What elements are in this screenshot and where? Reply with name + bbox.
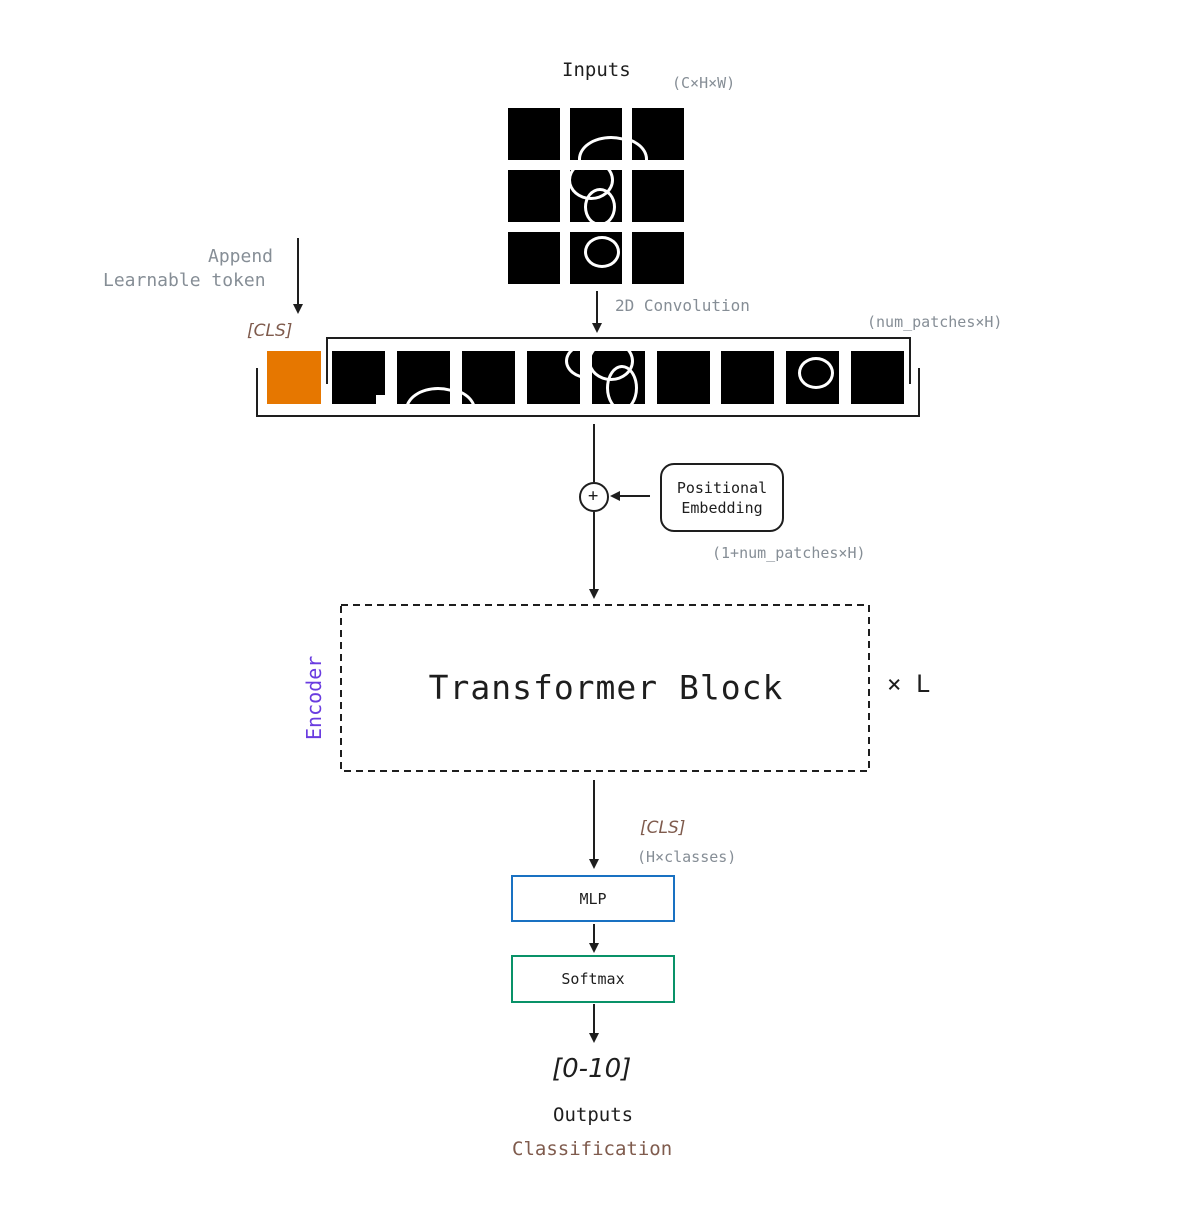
input-patch-3 (632, 108, 684, 160)
transformer-block-label: Transformer Block (428, 668, 784, 707)
encoder-dashed-box (340, 604, 870, 772)
patch-token-5 (592, 351, 645, 404)
inputs-title: Inputs (562, 59, 631, 81)
plus-symbol: + (588, 486, 599, 506)
input-patch-2 (570, 108, 622, 160)
append-label-line2: Learnable token (103, 270, 266, 291)
patches-shape: (num_patches×H) (867, 313, 1003, 331)
input-patch-6 (632, 170, 684, 222)
patch-token-9 (851, 351, 904, 404)
cls-token (267, 351, 321, 404)
output-range: [0-10] (552, 1054, 632, 1084)
patch-token-3 (462, 351, 515, 404)
positional-label-line1: Positional (676, 478, 768, 497)
input-patch-7 (508, 232, 560, 284)
input-patch-8 (570, 232, 622, 284)
input-patch-1 (508, 108, 560, 160)
plus-circle (579, 482, 609, 512)
positional-embedding-box: Positional Embedding (660, 463, 784, 532)
patch-token-1 (332, 351, 385, 404)
embedded-shape: (1+num_patches×H) (712, 544, 866, 562)
token-sequence-bracket (256, 368, 920, 417)
input-image-grid (508, 108, 684, 284)
head-shape: (H×classes) (637, 848, 737, 866)
patch-token-7 (721, 351, 774, 404)
append-label-line1: Append (208, 246, 274, 267)
outputs-subtitle: Classification (512, 1138, 673, 1160)
repeat-label: × L (887, 670, 931, 698)
patch-token-4 (527, 351, 580, 404)
cls-label: [CLS] (247, 321, 293, 341)
input-patch-9 (632, 232, 684, 284)
conv-label: 2D Convolution (615, 296, 750, 315)
positional-label-line2: Embedding (681, 498, 763, 517)
outputs-title: Outputs (553, 1104, 634, 1126)
patch-token-2 (397, 351, 450, 404)
patch-sequence-bracket (326, 337, 911, 384)
cls-output-label: [CLS] (640, 818, 686, 838)
inputs-shape: (C×H×W) (672, 74, 736, 92)
patch-token-6 (657, 351, 710, 404)
mlp-box: MLP (511, 875, 675, 922)
softmax-box: Softmax (511, 955, 675, 1003)
patch-token-8 (786, 351, 839, 404)
encoder-label: Encoder (302, 655, 326, 740)
input-patch-4 (508, 170, 560, 222)
input-patch-5 (570, 170, 622, 222)
